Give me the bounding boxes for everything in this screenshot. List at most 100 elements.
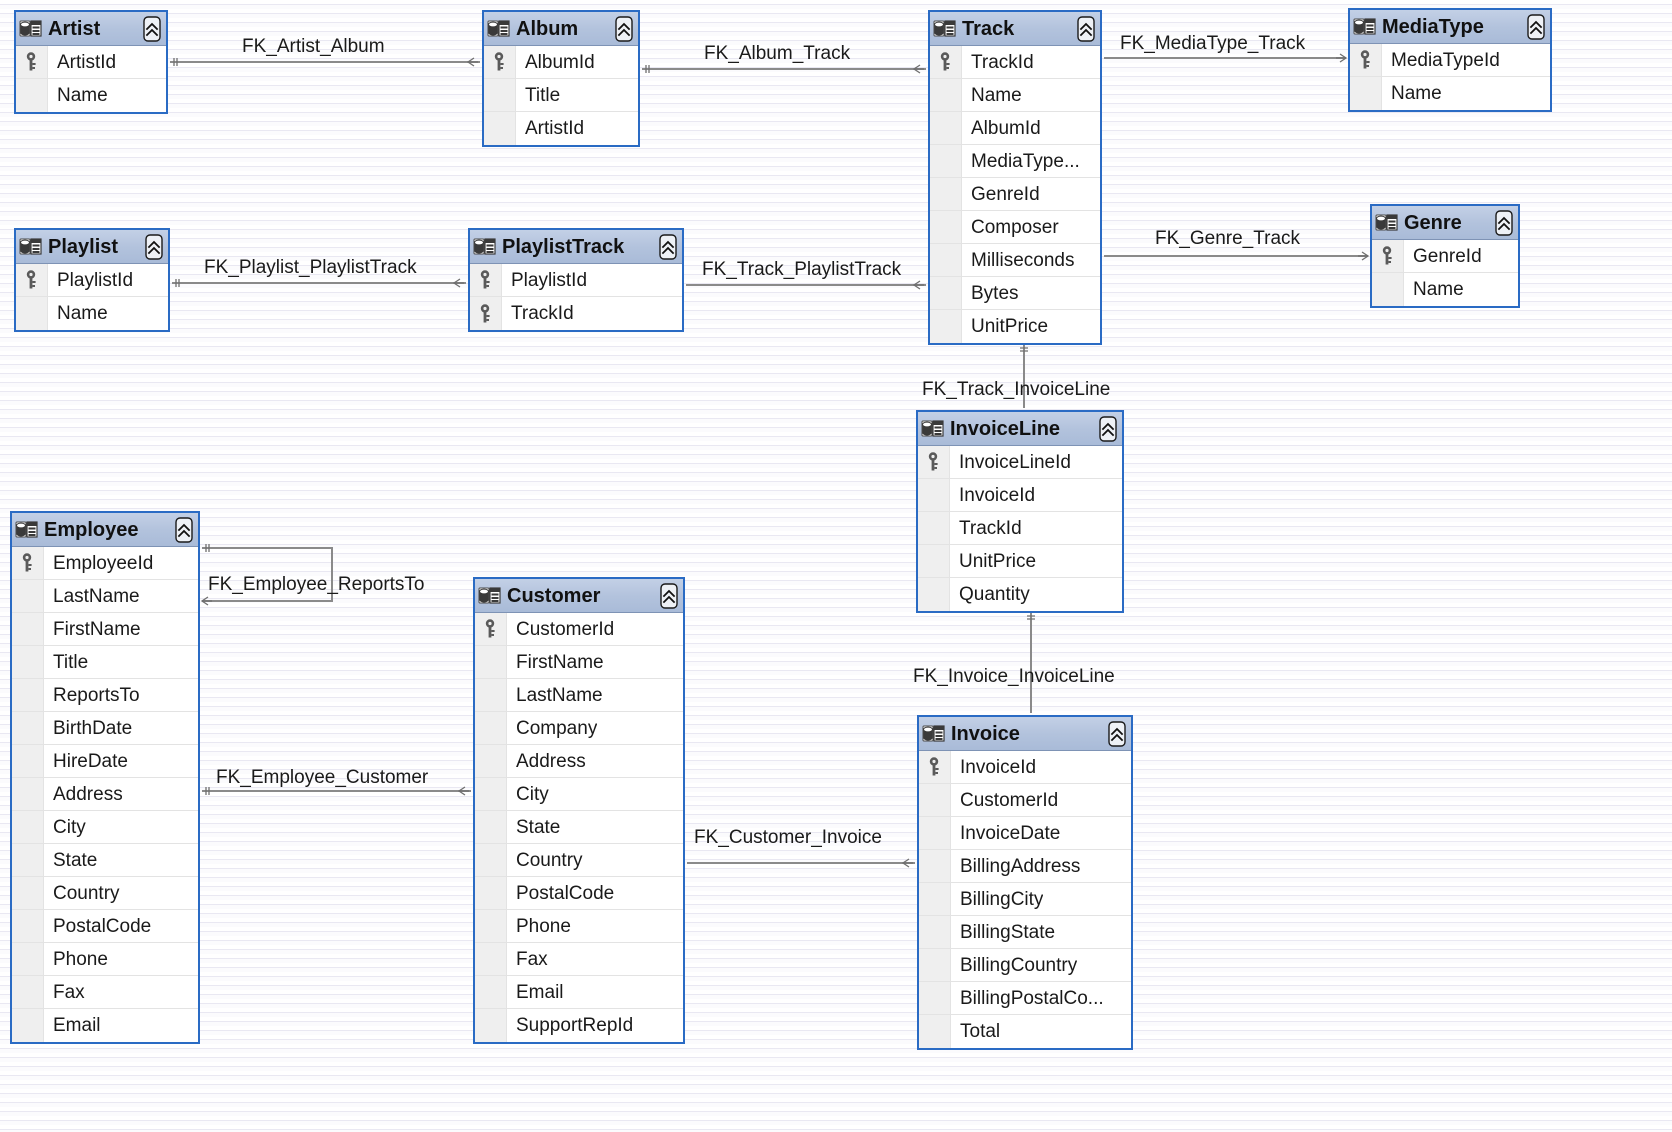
table-row[interactable]: State [475,811,683,844]
collapse-chevron-up-icon[interactable] [1494,209,1514,236]
table-row[interactable]: LastName [12,580,198,613]
table-row[interactable]: Address [12,778,198,811]
table-row[interactable]: HireDate [12,745,198,778]
table-row[interactable]: SupportRepId [475,1009,683,1042]
table-row[interactable]: AlbumId [930,112,1100,145]
table-row[interactable]: Quantity [918,578,1122,611]
table-row[interactable]: PostalCode [12,910,198,943]
table-row[interactable]: LastName [475,679,683,712]
table-row[interactable]: Phone [475,910,683,943]
table-header-customer[interactable]: Customer [475,579,683,613]
relationship-label-fk_invoice_invoiceline[interactable]: FK_Invoice_InvoiceLine [913,666,1115,687]
table-row[interactable]: PlaylistId [470,264,682,297]
table-row[interactable]: Title [12,646,198,679]
table-row[interactable]: Title [484,79,638,112]
collapse-chevron-up-icon[interactable] [142,15,162,42]
table-row[interactable]: PostalCode [475,877,683,910]
relationship-label-fk_employee_reportsto[interactable]: FK_Employee_ReportsTo [208,574,425,595]
table-row[interactable]: BillingPostalCo... [919,982,1131,1015]
table-header-artist[interactable]: Artist [16,12,166,46]
collapse-chevron-up-icon[interactable] [144,233,164,260]
table-row[interactable]: Phone [12,943,198,976]
table-header-playlist[interactable]: Playlist [16,230,168,264]
table-header-invoice[interactable]: Invoice [919,717,1131,751]
table-row[interactable]: BirthDate [12,712,198,745]
table-row[interactable]: Milliseconds [930,244,1100,277]
relationship-label-fk_mediatype_track[interactable]: FK_MediaType_Track [1120,33,1306,54]
collapse-chevron-up-icon[interactable] [659,582,679,609]
table-header-playlisttrack[interactable]: PlaylistTrack [470,230,682,264]
table-row[interactable]: FirstName [475,646,683,679]
table-row[interactable]: BillingAddress [919,850,1131,883]
table-row[interactable]: Bytes [930,277,1100,310]
table-row[interactable]: City [12,811,198,844]
relationship-label-fk_customer_invoice[interactable]: FK_Customer_Invoice [694,827,882,848]
table-header-genre[interactable]: Genre [1372,206,1518,240]
table-row[interactable]: InvoiceLineId [918,446,1122,479]
relationship-label-fk_artist_album[interactable]: FK_Artist_Album [242,36,385,57]
table-row[interactable]: Name [1350,77,1550,110]
table-row[interactable]: GenreId [930,178,1100,211]
table-row[interactable]: BillingCountry [919,949,1131,982]
table-row[interactable]: Country [12,877,198,910]
table-header-track[interactable]: Track [930,12,1100,46]
table-header-mediatype[interactable]: MediaType [1350,10,1550,44]
table-row[interactable]: FirstName [12,613,198,646]
table-row[interactable]: EmployeeId [12,547,198,580]
table-row[interactable]: Country [475,844,683,877]
collapse-chevron-up-icon[interactable] [1076,15,1096,42]
table-row[interactable]: Name [16,297,168,330]
table-row[interactable]: Name [16,79,166,112]
table-row[interactable]: InvoiceDate [919,817,1131,850]
table-row[interactable]: Total [919,1015,1131,1048]
relationship-label-fk_employee_customer[interactable]: FK_Employee_Customer [216,767,429,788]
table-row[interactable]: MediaTypeId [1350,44,1550,77]
table-row[interactable]: GenreId [1372,240,1518,273]
collapse-chevron-up-icon[interactable] [1526,13,1546,40]
table-header-album[interactable]: Album [484,12,638,46]
table-row[interactable]: PlaylistId [16,264,168,297]
relationship-label-fk_playlist_playlisttrack[interactable]: FK_Playlist_PlaylistTrack [204,257,417,278]
table-row[interactable]: Name [1372,273,1518,306]
relationship-label-fk_track_invoiceline[interactable]: FK_Track_InvoiceLine [922,379,1111,400]
table-row[interactable]: Name [930,79,1100,112]
table-row[interactable]: InvoiceId [919,751,1131,784]
table-row[interactable]: ArtistId [484,112,638,145]
relationship-label-fk_track_playlisttrack[interactable]: FK_Track_PlaylistTrack [702,259,902,280]
table-row[interactable]: ArtistId [16,46,166,79]
table-row[interactable]: Fax [12,976,198,1009]
table-row[interactable]: Address [475,745,683,778]
table-row[interactable]: TrackId [930,46,1100,79]
table-row[interactable]: CustomerId [919,784,1131,817]
table-row[interactable]: BillingCity [919,883,1131,916]
table-row[interactable]: InvoiceId [918,479,1122,512]
table-row[interactable]: UnitPrice [930,310,1100,343]
collapse-chevron-up-icon[interactable] [614,15,634,42]
table-header-invoiceline[interactable]: InvoiceLine [918,412,1122,446]
table-row[interactable]: Company [475,712,683,745]
table-row[interactable]: MediaType... [930,145,1100,178]
relationship-label-fk_genre_track[interactable]: FK_Genre_Track [1155,228,1301,249]
relationship-label-fk_album_track[interactable]: FK_Album_Track [704,43,851,64]
table-row[interactable]: Fax [475,943,683,976]
collapse-chevron-up-icon[interactable] [1098,415,1118,442]
table-row[interactable]: Email [475,976,683,1009]
table-row[interactable]: State [12,844,198,877]
table-row[interactable]: AlbumId [484,46,638,79]
table-row[interactable]: TrackId [470,297,682,330]
collapse-chevron-up-icon[interactable] [174,516,194,543]
table-row[interactable]: CustomerId [475,613,683,646]
table-row[interactable]: City [475,778,683,811]
table-row[interactable]: BillingState [919,916,1131,949]
